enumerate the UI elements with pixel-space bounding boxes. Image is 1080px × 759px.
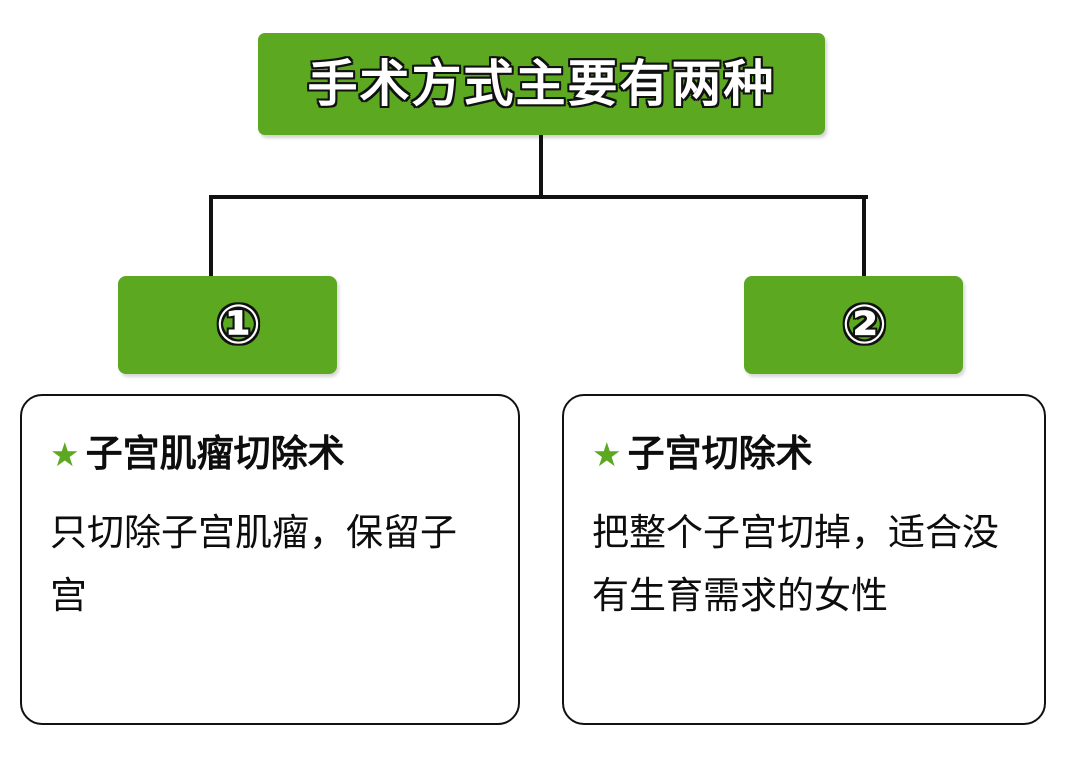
branch-card-1: ★ 子宫肌瘤切除术 只切除子宫肌瘤，保留子宫 xyxy=(20,394,520,725)
branch-badge-box-2: ② xyxy=(744,276,963,374)
branch-card-1-body: 只切除子宫肌瘤，保留子宫 xyxy=(50,511,457,616)
circled-number-one-icon: ① xyxy=(215,295,262,355)
branch-card-2-body: 把整个子宫切掉，适合没有生育需求的女性 xyxy=(592,511,999,616)
connector-horizontal-bar xyxy=(209,195,868,199)
branch-card-1-heading-text: 子宫肌瘤切除术 xyxy=(85,433,345,474)
branch-card-2-heading-text: 子宫切除术 xyxy=(627,433,813,474)
title-box: 手术方式主要有两种 xyxy=(258,33,825,135)
star-icon: ★ xyxy=(592,435,622,473)
branch-card-2-heading: ★ 子宫切除术 xyxy=(592,433,1018,475)
branch-card-1-heading: ★ 子宫肌瘤切除术 xyxy=(50,433,492,475)
connector-drop-left xyxy=(209,195,213,279)
connector-stem xyxy=(539,135,543,199)
page-title: 手术方式主要有两种 xyxy=(306,56,776,112)
branch-badge-box-1: ① xyxy=(118,276,337,374)
circled-number-two-icon: ② xyxy=(841,295,888,355)
star-icon: ★ xyxy=(50,435,80,473)
connector-drop-right xyxy=(862,195,866,279)
branch-card-2: ★ 子宫切除术 把整个子宫切掉，适合没有生育需求的女性 xyxy=(562,394,1046,725)
